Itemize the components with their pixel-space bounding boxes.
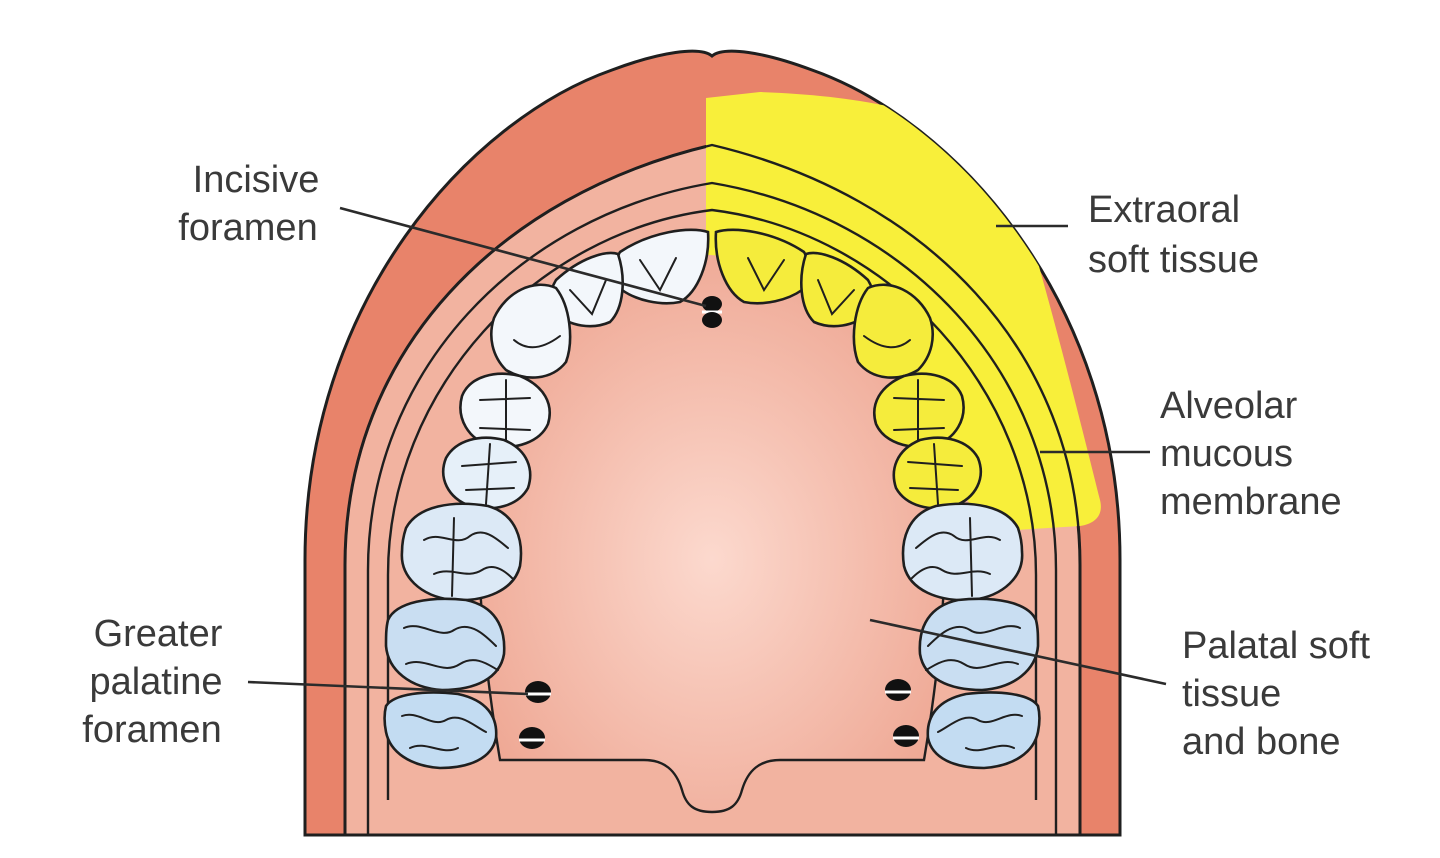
label-incisive-foramen: Incisive foramen [178,159,319,249]
label-line: palatine [89,661,222,703]
greater-palatine-foramen-left [519,681,551,749]
label-palatal-soft-tissue-and-bone: Palatal soft tissue and bone [1182,625,1370,763]
incisive-foramen-marker [702,296,722,328]
label-alveolar-mucous-membrane: Alveolar mucous membrane [1160,385,1342,523]
label-line: Greater [94,613,223,655]
tooth-l-second-molar [384,597,506,692]
label-line: Alveolar [1160,385,1298,427]
mucosa-line-1 [343,143,1082,835]
label-line: Extraoral [1088,189,1240,231]
tooth-r-first-molar [901,502,1024,602]
tooth-l-third-molar [383,691,498,770]
label-extraoral-soft-tissue: Extraoral soft tissue [1088,189,1259,281]
label-line: Palatal soft [1182,625,1370,667]
leader-greater-palatine [247,680,529,696]
tooth-l-canine [490,283,572,379]
label-line: tissue [1182,673,1281,715]
tooth-l-second-premolar [441,436,532,510]
tooth-r-second-premolar [892,436,983,510]
label-line: Incisive [193,159,320,201]
label-line: foramen [178,207,317,249]
greater-palatine-foramen-right [885,679,919,747]
label-line: soft tissue [1088,239,1259,281]
tooth-r-third-molar [926,691,1041,770]
leader-palatal [869,618,1167,686]
label-line: membrane [1160,481,1342,523]
label-greater-palatine-foramen: Greater palatine foramen [82,613,222,751]
mucosa-line-2 [366,181,1058,835]
left-teeth [383,228,710,770]
mucosa-line-3 [386,208,1038,800]
leader-incisive-foramen [339,206,707,308]
tooth-l-first-molar [400,502,523,602]
label-line: and bone [1182,721,1341,763]
label-line: foramen [82,709,221,751]
tooth-r-canine [852,283,934,379]
label-line: mucous [1160,433,1293,475]
